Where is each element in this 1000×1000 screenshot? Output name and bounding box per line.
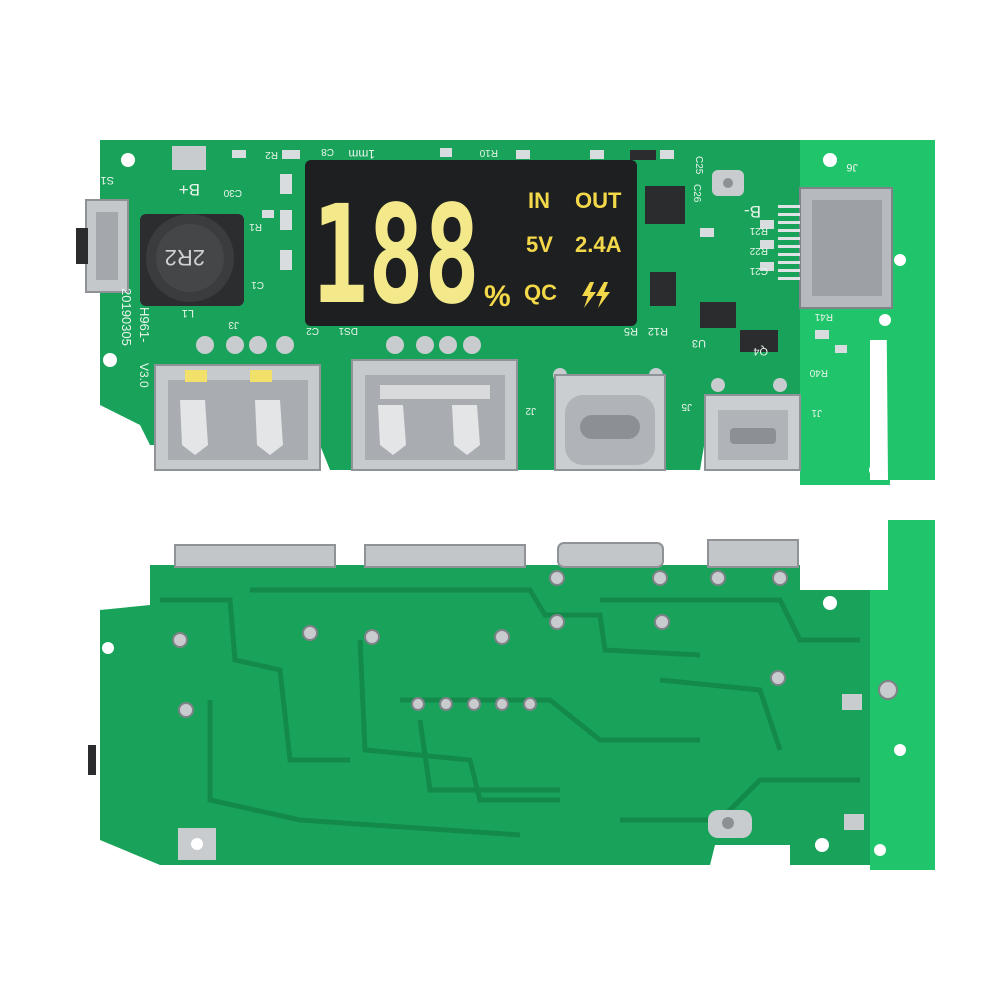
- label-ds1: DS1: [338, 325, 358, 336]
- mounting-hole: [869, 464, 881, 476]
- mounting-hole: [894, 744, 906, 756]
- pcb-traces: [160, 587, 860, 838]
- battery-pad-plus: [172, 146, 206, 170]
- solder-joints: [172, 570, 788, 718]
- bottom-ports: [174, 539, 799, 568]
- label-r1: R1: [249, 221, 262, 232]
- label-j6: J6: [846, 161, 858, 173]
- label-r41: R41: [814, 311, 833, 322]
- label-b-minus: B-: [744, 202, 761, 221]
- usb-a-port[interactable]: [154, 364, 321, 471]
- top-board: [76, 140, 935, 485]
- label-part-number: H961-: [137, 307, 152, 342]
- power-switch-knob[interactable]: [76, 228, 88, 264]
- top-board-tab-strip: [885, 140, 935, 480]
- double-lightning-icon: [582, 282, 610, 308]
- label-c2: C2: [306, 325, 319, 336]
- usb-c-port[interactable]: [554, 374, 666, 471]
- mounting-hole: [874, 844, 886, 856]
- label-inductor: 2R2: [165, 245, 205, 270]
- lcd-current: 2.4A: [575, 232, 622, 257]
- label-r10: R10: [479, 147, 498, 158]
- label-b-plus: B+: [179, 180, 200, 199]
- lcd-out-label: OUT: [575, 188, 622, 213]
- mounting-hole: [102, 642, 114, 654]
- label-r5: R5: [624, 325, 638, 337]
- lcd-readout: 188 % IN OUT 5V 2.4A QC: [312, 177, 622, 335]
- lcd-in-label: IN: [528, 188, 550, 213]
- label-u3: U3: [692, 337, 706, 349]
- label-version: V3.0: [137, 363, 151, 388]
- ic-chips: [630, 150, 778, 352]
- solder-pins: [196, 336, 787, 392]
- label-r22: R22: [749, 245, 768, 256]
- bottom-board-tab: [870, 520, 935, 870]
- label-s1: S1: [101, 174, 114, 186]
- lcd-display: [305, 160, 637, 326]
- label-dim: 1mm: [348, 147, 375, 161]
- mounting-hole: [894, 254, 906, 266]
- lcd-voltage: 5V: [526, 232, 553, 257]
- label-q4: Q4: [753, 345, 768, 357]
- usb-a-port[interactable]: [351, 359, 518, 471]
- label-r2: R2: [265, 149, 278, 160]
- mounting-hole: [121, 153, 135, 167]
- label-c26: C26: [691, 184, 702, 203]
- mounting-hole: [823, 153, 837, 167]
- smd-components: [232, 148, 847, 353]
- lcd-qc-label: QC: [524, 280, 557, 305]
- label-c21: C21: [749, 265, 768, 276]
- mounting-hole: [103, 353, 117, 367]
- mounting-hole: [878, 680, 898, 700]
- micro-usb-port[interactable]: [704, 394, 801, 471]
- label-c8: C8: [321, 146, 334, 157]
- label-j3: J3: [228, 319, 239, 330]
- mounting-hole: [823, 596, 837, 610]
- bottom-board-body: [100, 565, 870, 865]
- mounting-hole: [879, 314, 891, 326]
- label-r40: R40: [809, 367, 828, 378]
- lcd-digits: 188: [312, 177, 480, 335]
- label-r21: R21: [749, 225, 768, 236]
- label-j2: J2: [525, 405, 536, 416]
- lcd-percent: %: [484, 280, 511, 313]
- label-date-code: 20190305: [119, 288, 134, 346]
- label-j1: J1: [811, 407, 822, 418]
- label-r12: R12: [648, 325, 668, 337]
- bottom-board: [88, 520, 935, 870]
- label-c1: C1: [251, 279, 264, 290]
- label-j5: J5: [681, 401, 692, 412]
- silkscreen-labels: S1 B+ B- 2R2 H961- 20190305 V3.0 L1 C30 …: [101, 146, 858, 418]
- label-l1: L1: [182, 307, 194, 319]
- label-c30: C30: [223, 187, 242, 198]
- mounting-hole: [815, 838, 829, 852]
- label-c25: C25: [693, 156, 704, 175]
